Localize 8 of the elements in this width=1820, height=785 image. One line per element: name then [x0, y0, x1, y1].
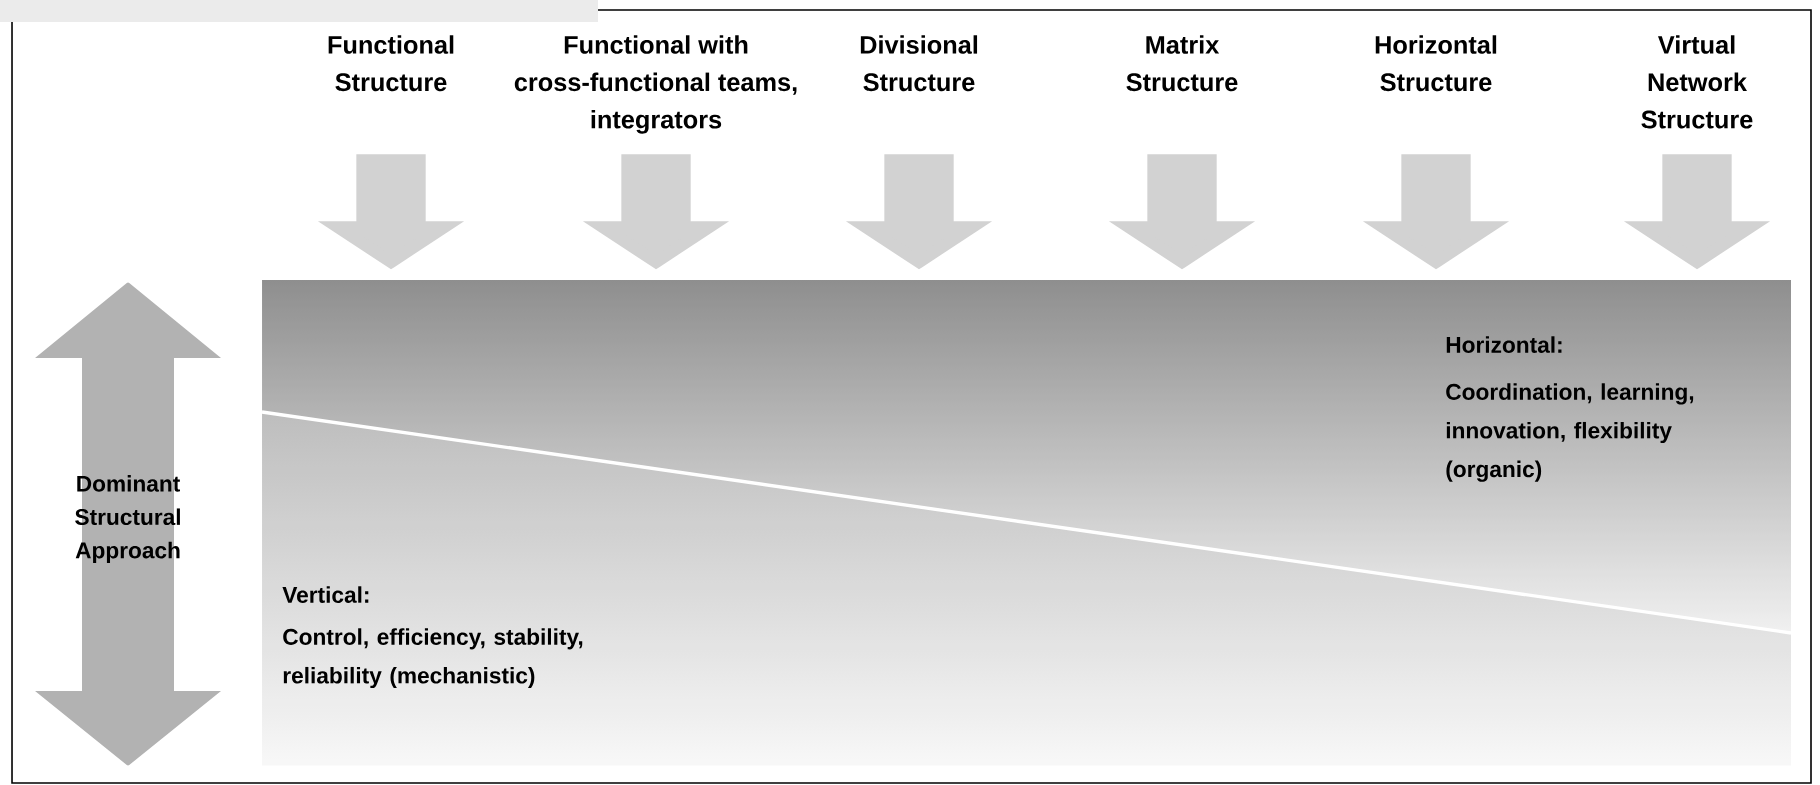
axis-label: Dominant Structural Approach: [75, 475, 180, 563]
structure-label: Functional with cross-functional teams, integrators: [514, 35, 797, 134]
structure-label: Matrix Structure: [1126, 35, 1238, 92]
gradient-band: Horizontal: Coordination, learning, innovation, flexibility (organic) Vertical: Control, efficiency, stability, reliability (mechanistic): [261, 336, 1792, 689]
structure-label: Divisional Structure: [860, 35, 978, 92]
structure-label: Virtual Network Structure: [1641, 35, 1753, 129]
structure-label: Functional Structure: [328, 35, 454, 92]
structure-label: Horizontal Structure: [1375, 35, 1497, 92]
